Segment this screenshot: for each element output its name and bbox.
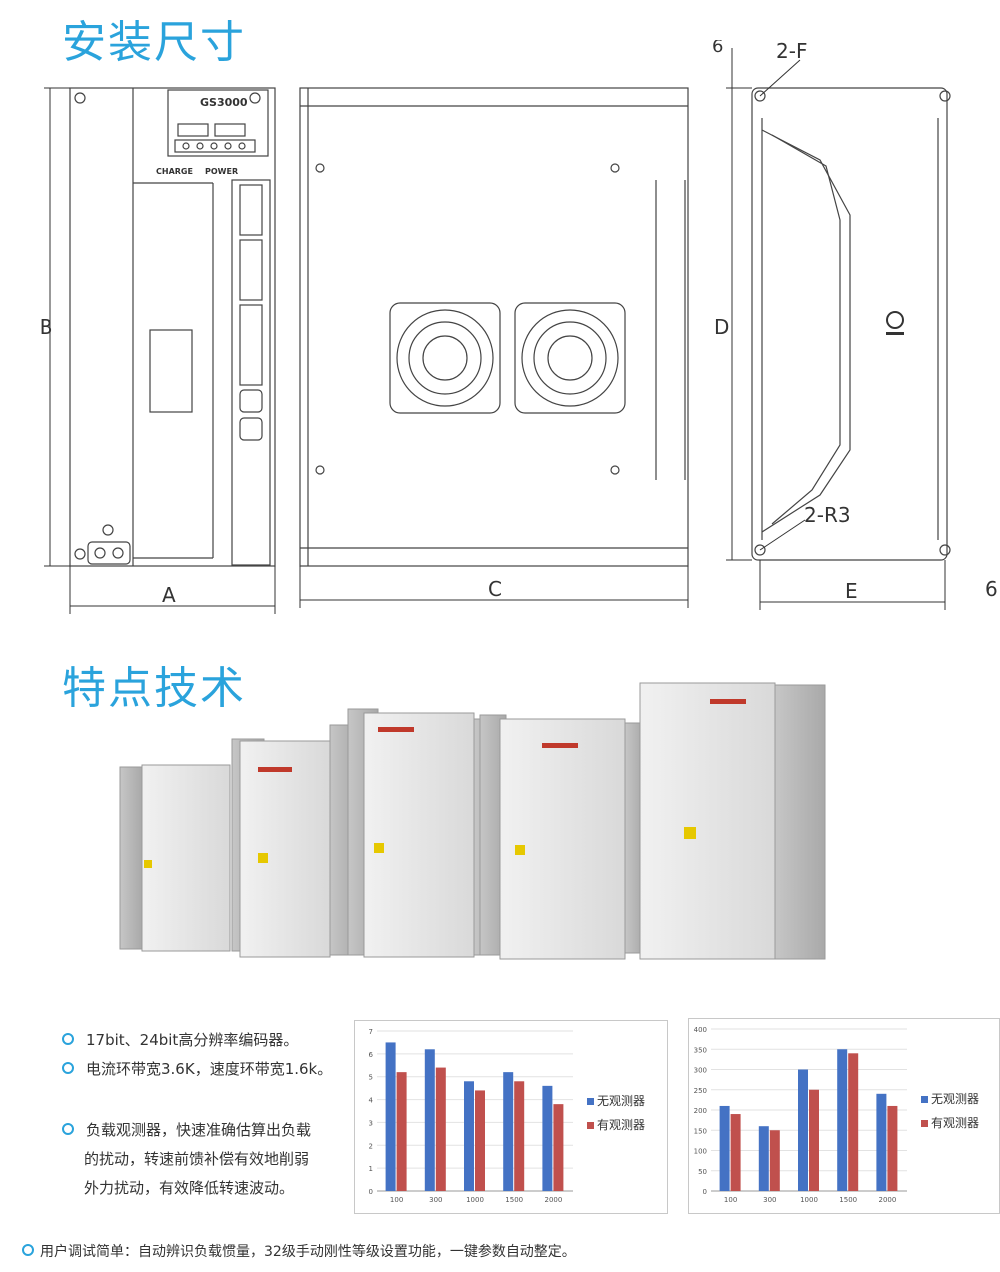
- x-tick-label: 100: [390, 1196, 403, 1204]
- end-view-outline: [751, 87, 948, 561]
- x-tick-label: 300: [429, 1196, 442, 1204]
- bar: [848, 1053, 859, 1191]
- legend-swatch: [587, 1098, 594, 1105]
- install-dimensions-heading: 安装尺寸: [62, 17, 246, 68]
- legend-swatch: [587, 1122, 594, 1129]
- y-tick-label: 50: [698, 1168, 707, 1176]
- dim-6-right: 6: [985, 577, 998, 601]
- bar: [769, 1130, 780, 1191]
- dim-c: C: [488, 577, 502, 601]
- features-heading: 特点技术: [62, 663, 246, 714]
- y-tick-label: 2: [369, 1142, 373, 1150]
- bar: [809, 1089, 819, 1191]
- bullet-ring-icon: [62, 1061, 74, 1074]
- dim-b: B: [40, 315, 52, 339]
- x-tick-label: 100: [724, 1196, 737, 1204]
- chart-2-box: 0 50 100 150 200 250 300 350 400 100 300 1000 1500 20…: [688, 1018, 1000, 1214]
- y-tick-label: 300: [694, 1067, 707, 1075]
- legend-swatch: [921, 1096, 928, 1103]
- bar: [553, 1104, 564, 1191]
- bar: [758, 1126, 769, 1191]
- x-tick-label: 300: [763, 1196, 776, 1204]
- y-tick-label: 4: [369, 1097, 374, 1105]
- bar: [542, 1085, 553, 1191]
- side-view-outline: [299, 87, 689, 567]
- bar: [514, 1081, 525, 1191]
- y-tick-label: 200: [694, 1107, 707, 1115]
- bar: [396, 1072, 407, 1191]
- bar: [798, 1069, 808, 1191]
- footer-note: 用户调试简单：自动辨识负载惯量，32级手动刚性等级设置功能，一键参数自动整定。: [22, 1241, 576, 1261]
- bar: [719, 1105, 730, 1191]
- bullet-ring-icon: [62, 1032, 74, 1045]
- dimension-drawing: B A C D E 2-F 2-R3 6 6 GS3000 CHARGE POW…: [40, 40, 998, 614]
- bar: [424, 1049, 435, 1191]
- power-label: POWER: [205, 167, 238, 176]
- dim-2r3: 2-R3: [804, 503, 851, 527]
- bullet-ring-icon: [62, 1122, 74, 1135]
- x-tick-label: 2000: [544, 1196, 562, 1204]
- y-tick-label: 150: [694, 1127, 707, 1135]
- legend-label: 有观测器: [597, 1118, 645, 1132]
- y-tick-label: 6: [369, 1051, 374, 1059]
- feature-list: 17bit、24bit高分辨率编码器。 电流环带宽3.6K，速度环带宽1.6k。…: [62, 1026, 352, 1203]
- dim-a: A: [162, 583, 176, 607]
- bar: [475, 1090, 485, 1191]
- dim-d: D: [714, 315, 729, 339]
- chart-2: 0 50 100 150 200 250 300 350 400 100 300 1000 1500 20…: [694, 1026, 979, 1204]
- legend-label: 有观测器: [931, 1116, 979, 1130]
- bullet-ring-icon: [22, 1244, 34, 1256]
- feature-item-cont: 的扰动，转速前馈补偿有效地削弱: [84, 1150, 310, 1168]
- bar: [435, 1067, 446, 1191]
- y-tick-label: 7: [369, 1028, 373, 1036]
- bar: [503, 1072, 514, 1191]
- brand-logo: [886, 311, 904, 335]
- legend-swatch: [921, 1120, 928, 1127]
- feature-item: 17bit、24bit高分辨率编码器。: [62, 1026, 352, 1055]
- feature-item: 负载观测器，快速准确估算出负载: [62, 1116, 352, 1145]
- x-tick-label: 1000: [800, 1196, 818, 1204]
- dim-e: E: [845, 579, 858, 603]
- product-lineup-image: [119, 682, 826, 960]
- charge-label: CHARGE: [156, 167, 193, 176]
- bar: [730, 1114, 741, 1191]
- model-label: GS3000: [200, 96, 248, 109]
- y-tick-label: 5: [369, 1074, 373, 1082]
- y-tick-label: 400: [694, 1026, 707, 1034]
- bar: [876, 1093, 887, 1191]
- feature-item: 电流环带宽3.6K，速度环带宽1.6k。: [62, 1055, 352, 1084]
- bar: [385, 1042, 396, 1191]
- legend-label: 无观测器: [931, 1092, 979, 1106]
- x-tick-label: 1500: [839, 1196, 857, 1204]
- x-tick-label: 1500: [505, 1196, 523, 1204]
- front-view-outline: [69, 87, 276, 567]
- y-tick-label: 0: [703, 1188, 707, 1196]
- dim-6-top: 6: [712, 40, 723, 57]
- y-tick-label: 0: [369, 1188, 373, 1196]
- y-tick-label: 250: [694, 1087, 707, 1095]
- bar: [887, 1105, 898, 1191]
- y-tick-label: 100: [694, 1148, 707, 1156]
- y-tick-label: 350: [694, 1046, 707, 1054]
- bar: [464, 1081, 474, 1191]
- bar: [837, 1049, 848, 1191]
- legend-label: 无观测器: [597, 1094, 645, 1108]
- chart-1-box: 0 1 2 3 4 5 6 7 100 300 1000 1500 2000 无观测器有观测器: [354, 1020, 668, 1214]
- y-tick-label: 1: [369, 1165, 373, 1173]
- x-tick-label: 2000: [878, 1196, 896, 1204]
- y-tick-label: 3: [369, 1119, 373, 1127]
- dim-2f: 2-F: [776, 40, 807, 63]
- feature-item-cont: 外力扰动，有效降低转速波动。: [84, 1179, 295, 1197]
- x-tick-label: 1000: [466, 1196, 484, 1204]
